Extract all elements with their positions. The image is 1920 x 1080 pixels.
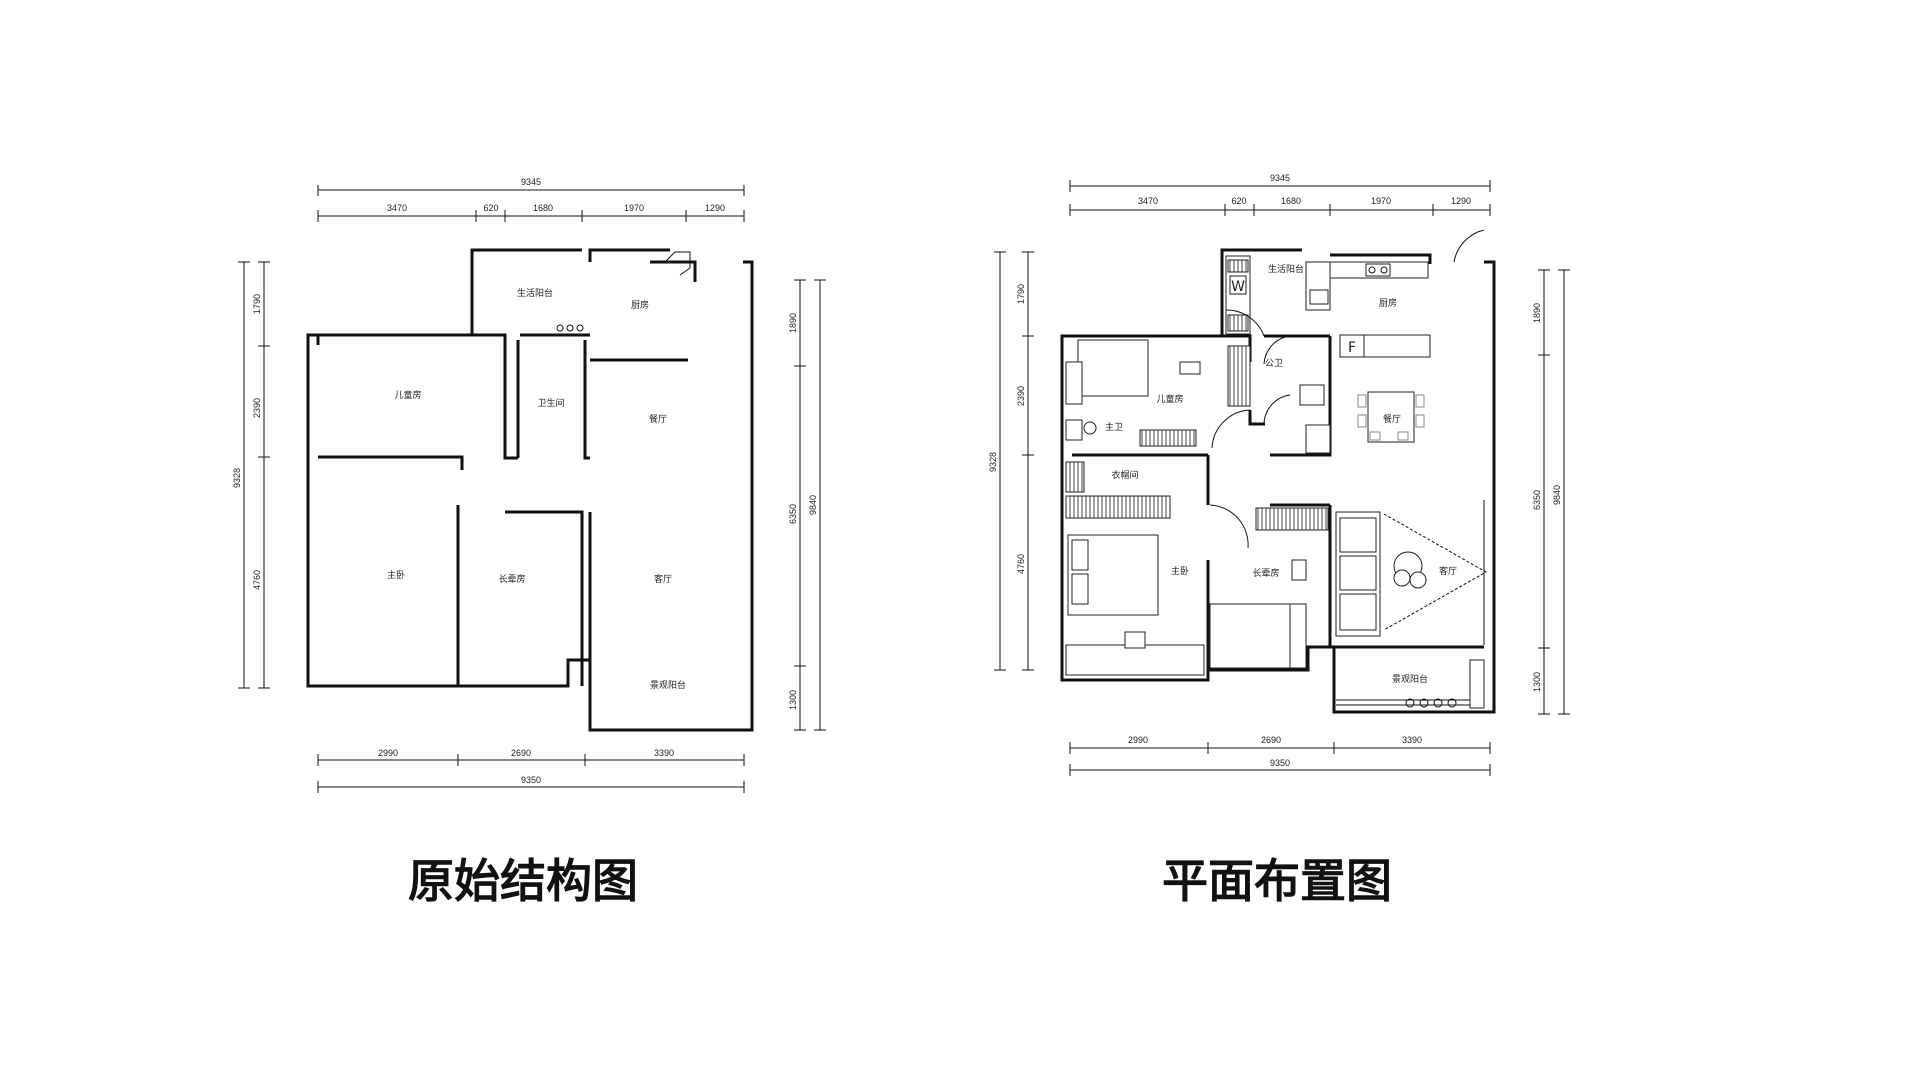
dim-top-seg: 1680 — [533, 203, 553, 213]
bottom-dimension-lines — [317, 754, 745, 793]
left-dimension-lines — [238, 261, 270, 689]
room-label: 景观阳台 — [650, 679, 686, 691]
right-dimension-lines — [1538, 269, 1570, 715]
dim-right-seg: 6350 — [788, 504, 798, 524]
dim-bottom-total: 9350 — [1270, 758, 1290, 768]
dim-top-total: 9345 — [521, 177, 541, 187]
dim-top-total: 9345 — [1270, 173, 1290, 183]
room-label: 餐厅 — [1383, 413, 1401, 425]
dim-left-seg: 1790 — [1016, 284, 1026, 304]
dim-top-seg: 3470 — [1138, 196, 1158, 206]
original-walls — [306, 248, 754, 732]
dim-top-seg: 1680 — [1281, 196, 1301, 206]
original-plan-caption: 原始结构图 — [408, 854, 638, 908]
dim-left-seg: 2390 — [252, 398, 262, 418]
dim-left-total: 9328 — [232, 468, 242, 488]
layout-furniture: W F — [1065, 229, 1488, 709]
layout-plan-caption: 平面布置图 — [1162, 854, 1392, 908]
original-fixtures — [556, 251, 691, 332]
room-label: 公卫 — [1265, 358, 1283, 369]
dim-top-seg: 3470 — [387, 203, 407, 213]
dim-left-seg: 2390 — [1016, 386, 1026, 406]
dim-top-seg: 1970 — [624, 203, 644, 213]
room-label: 主卧 — [1171, 565, 1189, 577]
dim-right-seg: 6350 — [1532, 490, 1542, 510]
dim-right-total: 9840 — [808, 495, 818, 515]
top-dimension-lines — [1069, 180, 1491, 216]
room-label: 生活阳台 — [517, 287, 553, 299]
room-label: 卫生间 — [537, 397, 564, 409]
room-label: 衣帽间 — [1111, 469, 1138, 481]
dim-right-seg: 1300 — [788, 690, 798, 710]
top-dimension-lines — [317, 185, 745, 222]
room-label: 厨房 — [1379, 297, 1397, 309]
room-label: 长辈房 — [498, 573, 525, 585]
bottom-dimension-lines — [1069, 742, 1491, 776]
room-label: 餐厅 — [649, 413, 667, 425]
room-label: 客厅 — [654, 573, 672, 585]
room-label: 长辈房 — [1252, 567, 1279, 579]
dim-left-seg: 1790 — [252, 294, 262, 314]
dim-top-seg: 1290 — [705, 203, 725, 213]
layout-plan: 9345 3470 620 1680 1970 1290 2990 2690 3… — [988, 173, 1570, 776]
dim-bottom-seg: 3390 — [654, 748, 674, 758]
dim-top-seg: 1290 — [1451, 196, 1471, 206]
fridge-icon: F — [1348, 340, 1356, 356]
room-label: 儿童房 — [394, 389, 421, 401]
room-label: 主卫 — [1105, 421, 1123, 433]
room-label: 主卧 — [387, 569, 405, 581]
dim-top-seg: 620 — [483, 203, 498, 213]
room-label: 生活阳台 — [1268, 263, 1304, 275]
dim-bottom-seg: 3390 — [1402, 735, 1422, 745]
room-label: 儿童房 — [1156, 393, 1183, 405]
dim-bottom-seg: 2990 — [1128, 735, 1148, 745]
room-label: 景观阳台 — [1392, 673, 1428, 685]
dim-bottom-seg: 2990 — [378, 748, 398, 758]
dim-bottom-seg: 2690 — [511, 748, 531, 758]
room-label: 客厅 — [1439, 565, 1457, 577]
dim-right-seg: 1890 — [1532, 303, 1542, 323]
dim-top-seg: 1970 — [1371, 196, 1391, 206]
washer-icon: W — [1231, 279, 1245, 295]
dim-left-seg: 4760 — [1016, 554, 1026, 574]
room-label: 厨房 — [631, 299, 649, 311]
dim-top-seg: 620 — [1231, 196, 1246, 206]
dim-right-seg: 1890 — [788, 313, 798, 333]
right-dimension-lines — [794, 279, 826, 731]
dim-left-seg: 4760 — [252, 570, 262, 590]
dim-right-seg: 1300 — [1532, 672, 1542, 692]
dim-right-total: 9840 — [1552, 485, 1562, 505]
original-structure-plan: 9345 3470 620 1680 1970 1290 2990 2690 3… — [232, 177, 826, 793]
dim-bottom-total: 9350 — [521, 775, 541, 785]
left-dimension-lines — [994, 251, 1034, 671]
dim-bottom-seg: 2690 — [1261, 735, 1281, 745]
dim-left-total: 9328 — [988, 452, 998, 472]
